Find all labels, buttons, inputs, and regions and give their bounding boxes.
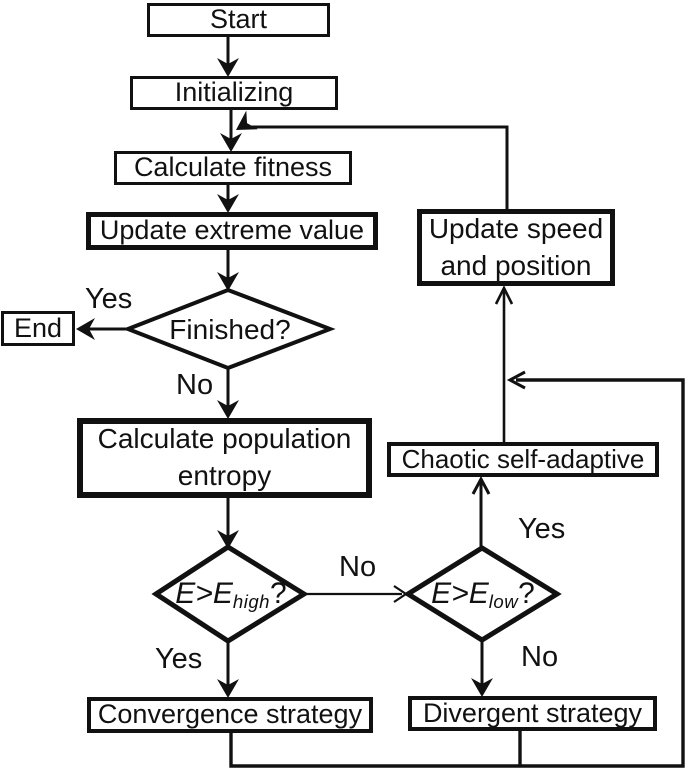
e-high-expression: E>E	[175, 577, 233, 611]
node-convergence-strategy-label: Convergence strategy	[97, 699, 363, 730]
node-calculate-population-entropy: Calculate population entropy	[77, 418, 372, 498]
node-initializing-label: Initializing	[174, 77, 294, 108]
edge-label-finished-yes: Yes	[85, 283, 133, 315]
e-low-subscript: low	[488, 590, 519, 612]
arrowhead-into-calcfitness	[220, 133, 242, 152]
arrowhead-top-junction	[236, 110, 258, 130]
edge-label-e-high-yes: Yes	[155, 643, 203, 675]
edge-label-e-low-yes: Yes	[518, 513, 566, 545]
node-convergence-strategy: Convergence strategy	[87, 697, 373, 733]
e-high-question-mark: ?	[270, 577, 287, 611]
edge-label-e-high-no: No	[339, 551, 377, 583]
arrowhead-into-updateextreme	[217, 194, 239, 213]
edge-label-finished-no: No	[176, 369, 214, 401]
node-update-speed-and-position: Update speed and position	[417, 209, 615, 286]
arrowhead-into-finished	[217, 272, 239, 291]
edge-label-e-low-no: No	[521, 641, 559, 673]
finished-diamond-label: Finished?	[169, 314, 291, 345]
arrowhead-loop-into-chaotic-rail	[506, 370, 526, 390]
e-low-diamond	[403, 545, 562, 643]
node-calculate-fitness: Calculate fitness	[114, 151, 352, 185]
node-start-label: Start	[209, 4, 268, 35]
node-update-extreme-value: Update extreme value	[86, 212, 378, 250]
arrowhead-into-convergence	[217, 679, 239, 698]
node-start: Start	[147, 3, 330, 37]
arrowhead-into-updatespeed	[494, 285, 514, 305]
arrowhead-into-ehigh	[217, 530, 239, 549]
node-update-extreme-value-label: Update extreme value	[99, 215, 365, 246]
node-chaotic-self-adaptive-label: Chaotic self-adaptive	[401, 444, 645, 475]
edge-updatespeed-topjunction	[246, 125, 509, 209]
node-chaotic-self-adaptive: Chaotic self-adaptive	[387, 442, 659, 477]
e-low-expression: E>E	[431, 577, 489, 611]
e-high-diamond-label: E>Ehigh?	[175, 577, 286, 613]
e-low-diamond-label: E>Elow?	[431, 577, 535, 613]
arrowhead-into-initializing	[217, 58, 239, 77]
arrowhead-into-entropy	[217, 400, 239, 419]
node-update-speed-and-position-label: Update speed and position	[428, 212, 604, 281]
e-high-diamond	[151, 544, 309, 644]
node-calculate-population-entropy-label: Calculate population entropy	[97, 423, 352, 491]
node-initializing: Initializing	[130, 76, 338, 110]
node-end-label: End	[13, 312, 63, 343]
e-high-subscript: high	[232, 590, 271, 612]
arrowhead-into-chaotic	[471, 475, 491, 495]
arrowhead-into-divergent	[471, 678, 493, 697]
node-calculate-fitness-label: Calculate fitness	[133, 152, 333, 183]
node-end: End	[1, 311, 75, 346]
e-low-question-mark: ?	[518, 577, 535, 611]
edge-bottom-loop	[229, 378, 685, 768]
finished-diamond	[122, 287, 336, 371]
node-divergent-strategy: Divergent strategy	[408, 696, 657, 731]
arrowhead-into-end	[76, 318, 95, 340]
node-divergent-strategy-label: Divergent strategy	[422, 697, 643, 728]
